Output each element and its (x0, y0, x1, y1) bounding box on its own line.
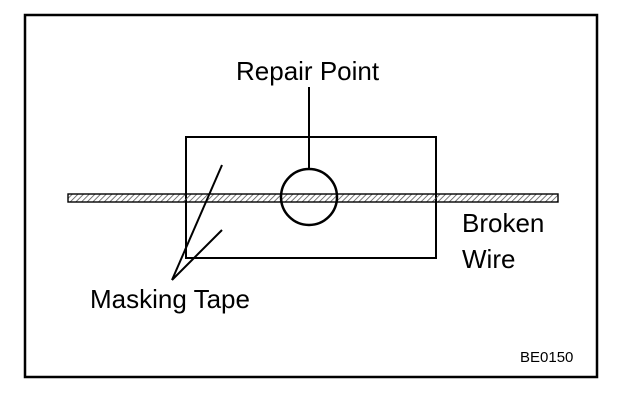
broken-wire-label-line2: Wire (462, 244, 515, 274)
figure-code: BE0150 (520, 349, 573, 366)
masking-tape-label: Masking Tape (90, 284, 250, 314)
figure-frame (23, 13, 599, 379)
masking-tape-leader-2 (171, 229, 223, 281)
repair-point-label: Repair Point (236, 56, 380, 86)
broken-wire (67, 193, 559, 203)
masking-tape-leader-1 (171, 164, 223, 281)
broken-wire-label-line1: Broken (462, 208, 544, 238)
